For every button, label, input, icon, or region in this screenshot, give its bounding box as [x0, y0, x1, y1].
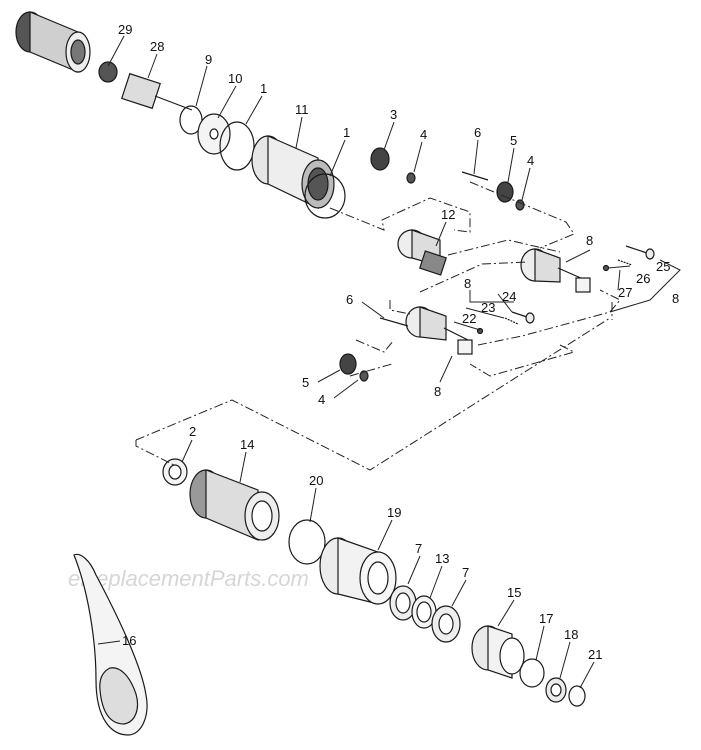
part-8-spindle-right	[520, 248, 591, 293]
part-17-ring	[519, 658, 545, 688]
assembly-centerlines	[135, 181, 621, 471]
part-3-gear	[370, 147, 390, 171]
callout-5-a: 5	[510, 133, 517, 148]
part-27-ball	[602, 264, 610, 272]
callout-19: 19	[387, 505, 401, 520]
callout-15: 15	[507, 585, 521, 600]
part-7-bearing-b	[431, 605, 461, 643]
callout-14: 14	[240, 437, 254, 452]
callout-1-right: 1	[343, 125, 350, 140]
callout-20: 20	[309, 473, 323, 488]
callout-4-c: 4	[318, 392, 325, 407]
part-7-bearing-a	[389, 585, 417, 621]
part-15-head	[471, 625, 525, 679]
callout-8-a: 8	[586, 233, 593, 248]
callout-9: 9	[205, 52, 212, 67]
part-25-screw	[625, 245, 655, 260]
part-18-washer	[545, 677, 567, 703]
part-26-spring	[617, 259, 633, 266]
part-5-gear-b	[339, 353, 357, 375]
part-16-handle	[73, 553, 148, 736]
part-19-housing	[319, 537, 397, 605]
part-29-ring-gear	[15, 11, 91, 73]
part-13-seal	[411, 595, 437, 629]
part-6-pin-a	[461, 171, 489, 181]
callout-24: 24	[502, 289, 516, 304]
part-28-spline-shaft	[98, 61, 193, 111]
part-4-pin-c	[359, 370, 369, 382]
part-11-cylinder	[251, 135, 335, 209]
callout-27: 27	[618, 285, 632, 300]
callout-18: 18	[564, 627, 578, 642]
part-10-washer	[197, 113, 231, 155]
part-4-pin-a	[406, 172, 416, 184]
callout-13: 13	[435, 551, 449, 566]
leader-lines	[97, 35, 681, 689]
callout-21: 21	[588, 647, 602, 662]
callout-8-d: 8	[434, 384, 441, 399]
callout-8-c: 8	[464, 276, 471, 291]
callout-labels: 29 28 9 10 1 11 1 3 4 6 5 4 12 8 25 26 2…	[118, 22, 679, 662]
callout-8-b: 8	[672, 291, 679, 306]
part-6-pin-b	[379, 317, 409, 327]
callout-1-left: 1	[260, 81, 267, 96]
callout-26: 26	[636, 271, 650, 286]
part-24-screw	[511, 311, 535, 324]
callout-28: 28	[150, 39, 164, 54]
part-23-spring	[504, 317, 519, 325]
callout-29: 29	[118, 22, 132, 37]
callout-4-a: 4	[420, 127, 427, 142]
part-20-ring	[288, 519, 326, 565]
callout-12: 12	[441, 207, 455, 222]
callout-17: 17	[539, 611, 553, 626]
callout-16: 16	[122, 633, 136, 648]
callout-2: 2	[189, 424, 196, 439]
part-12-carrier	[397, 229, 447, 276]
callout-6-a: 6	[474, 125, 481, 140]
part-5-gear-a	[496, 181, 514, 203]
callout-4-b: 4	[527, 153, 534, 168]
part-14-drive-hub	[189, 469, 280, 541]
callout-5-b: 5	[302, 375, 309, 390]
callout-3: 3	[390, 107, 397, 122]
part-1-o-ring-left	[219, 121, 255, 171]
callout-22: 22	[462, 311, 476, 326]
callout-25: 25	[656, 259, 670, 274]
callout-10: 10	[228, 71, 242, 86]
part-1-o-ring-right	[304, 173, 346, 219]
callout-6-b: 6	[346, 292, 353, 307]
callout-11: 11	[295, 102, 309, 117]
callout-7-a: 7	[415, 541, 422, 556]
watermark: eReplacementParts.com	[68, 566, 309, 591]
callout-7-b: 7	[462, 565, 469, 580]
part-21-ring	[568, 685, 586, 707]
callout-23: 23	[481, 300, 495, 315]
part-8-spindle-middle	[405, 306, 473, 355]
part-2-washer	[162, 458, 188, 486]
